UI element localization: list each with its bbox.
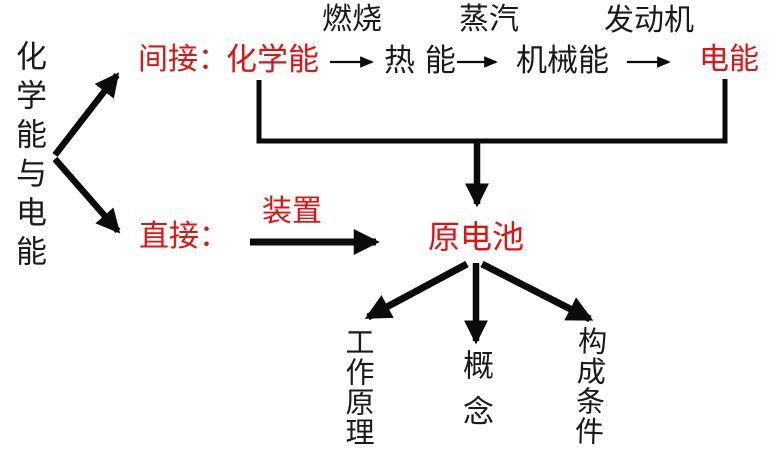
step-label-engine: 发动机 [604,3,694,38]
node-chemical-energy: 化学能 [226,42,319,78]
step-label-combustion: 燃烧 [322,2,382,37]
node-heat-energy: 热 能 [384,43,456,79]
node-galvanic-cell: 原电池 [428,218,525,256]
child-working-principle: 工作原理 [341,327,375,447]
node-electric-energy: 电能 [699,42,759,77]
fan-arrow-conditions [480,260,594,323]
indirect-label: 间接： [138,42,228,77]
branch-arrow-indirect [52,72,120,157]
root-title: 化学能与电能 [10,40,46,274]
fan-arrow-principle [364,260,469,321]
step-label-steam: 蒸汽 [459,2,519,37]
child-construction-conditions: 构成条件 [569,325,609,447]
branch-arrow-direct [52,156,121,234]
child-concept: 概念 [457,349,493,441]
node-mechanical-energy: 机械能 [516,43,609,79]
device-label: 装置 [262,194,322,229]
direct-label: 直接： [139,219,229,254]
bracket-connector [256,79,728,144]
